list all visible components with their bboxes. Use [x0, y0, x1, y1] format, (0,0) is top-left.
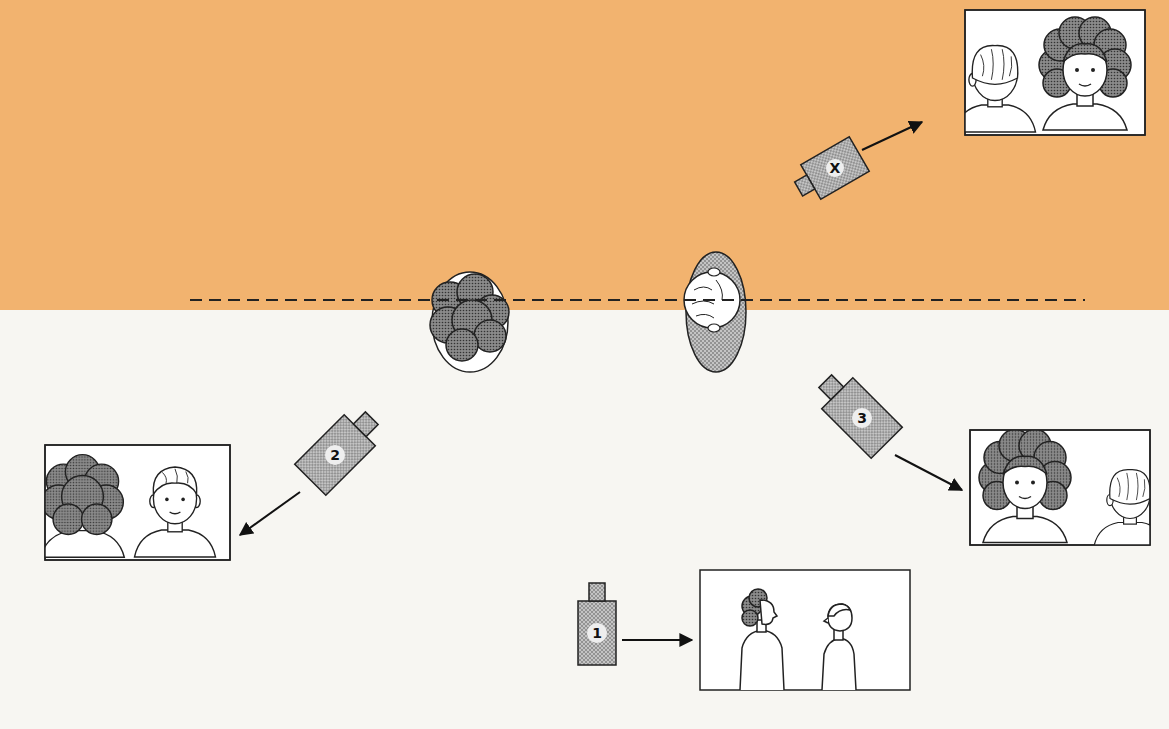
woman-top-view [430, 274, 509, 361]
number-patch [587, 623, 607, 643]
callout-number: 3 [857, 411, 867, 425]
background-zone [0, 0, 1169, 310]
number-patch [852, 408, 872, 428]
shot-frame [970, 430, 1150, 545]
camera-symbol [810, 366, 903, 459]
woman-top-view [474, 320, 506, 352]
shot-frame [700, 570, 910, 690]
camera-symbol [795, 175, 815, 196]
background-zone [0, 310, 1169, 729]
shot-frame [970, 430, 1166, 547]
camera-symbol [589, 583, 605, 601]
shot-frame [41, 445, 230, 560]
shot-frame [41, 455, 216, 558]
boy-top-view [708, 268, 720, 276]
camera-symbol [578, 583, 616, 665]
camera-symbol [789, 137, 870, 207]
shot-frame [135, 467, 216, 557]
shot-frame [965, 10, 1145, 135]
shot-frame [955, 10, 1146, 135]
shot-frame [740, 630, 784, 690]
number-patch [325, 445, 345, 465]
shot-frame [824, 618, 828, 623]
view-arrow [862, 122, 922, 150]
callout-number: 2 [330, 448, 340, 462]
shot-frame [742, 610, 758, 626]
camera-symbol [819, 375, 844, 400]
camera-symbol [295, 403, 388, 496]
view-arrow [240, 492, 300, 535]
shot-frame [45, 445, 230, 560]
camera-symbol [578, 601, 616, 665]
shot-frame [979, 430, 1166, 547]
view-arrow [622, 639, 692, 641]
shot-frame [822, 638, 856, 690]
shot-frame [41, 455, 125, 558]
shot-frame [979, 430, 1071, 543]
boy-top-view [684, 252, 746, 372]
camera-symbol [353, 412, 378, 437]
shot-frame [955, 46, 1036, 132]
shot-frame [1094, 470, 1166, 547]
view-arrow [895, 455, 962, 490]
woman-top-view [446, 329, 478, 361]
woman-top-view [430, 272, 509, 372]
shot-frame [740, 589, 856, 690]
callout-number: 1 [592, 626, 602, 640]
shot-frame [700, 570, 910, 690]
axis-line [190, 299, 1085, 301]
shot-frame [828, 604, 850, 616]
shot-frame [955, 17, 1132, 132]
shot-frame [760, 600, 777, 624]
shot-frame [1039, 17, 1131, 130]
view-arrow [240, 122, 962, 640]
callout-number: X [830, 161, 841, 175]
number-patch [826, 159, 844, 177]
boy-top-view [708, 324, 720, 332]
shot-frame [828, 604, 852, 631]
